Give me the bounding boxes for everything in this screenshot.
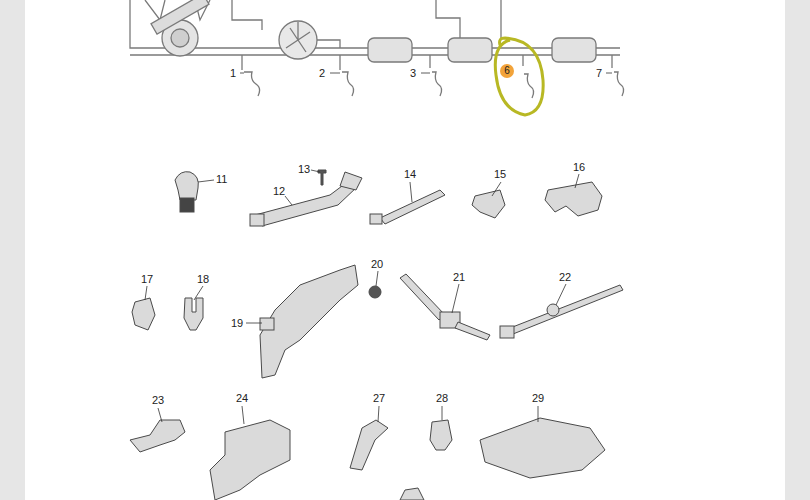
highlight-badge: 6 (500, 64, 514, 78)
callout-number: 16 (573, 162, 585, 173)
callout-number: 19 (231, 318, 243, 329)
callout-number: 23 (152, 395, 164, 406)
callout-number: 11 (216, 174, 227, 185)
callout-number: 15 (494, 169, 506, 180)
page-margin (785, 0, 810, 500)
callout-number: 7 (596, 68, 602, 79)
callout-number: 6 (504, 66, 510, 76)
callout-number: 17 (141, 274, 153, 285)
callout-number: 20 (371, 259, 383, 270)
callout-number: 3 (410, 68, 416, 79)
callout-number: 13 (298, 164, 310, 175)
callout-number: 18 (197, 274, 209, 285)
callout-number: 1 (230, 68, 236, 79)
callout-number: 14 (404, 169, 416, 180)
callout-number: 22 (559, 272, 571, 283)
callout-number: 28 (436, 393, 448, 404)
callout-number: 21 (453, 272, 465, 283)
callout-number: 29 (532, 393, 544, 404)
callout-number: 27 (373, 393, 385, 404)
callout-number: 2 (319, 68, 325, 79)
page-margin (0, 0, 25, 500)
callout-number: 12 (273, 186, 285, 197)
callout-number: 24 (236, 393, 248, 404)
